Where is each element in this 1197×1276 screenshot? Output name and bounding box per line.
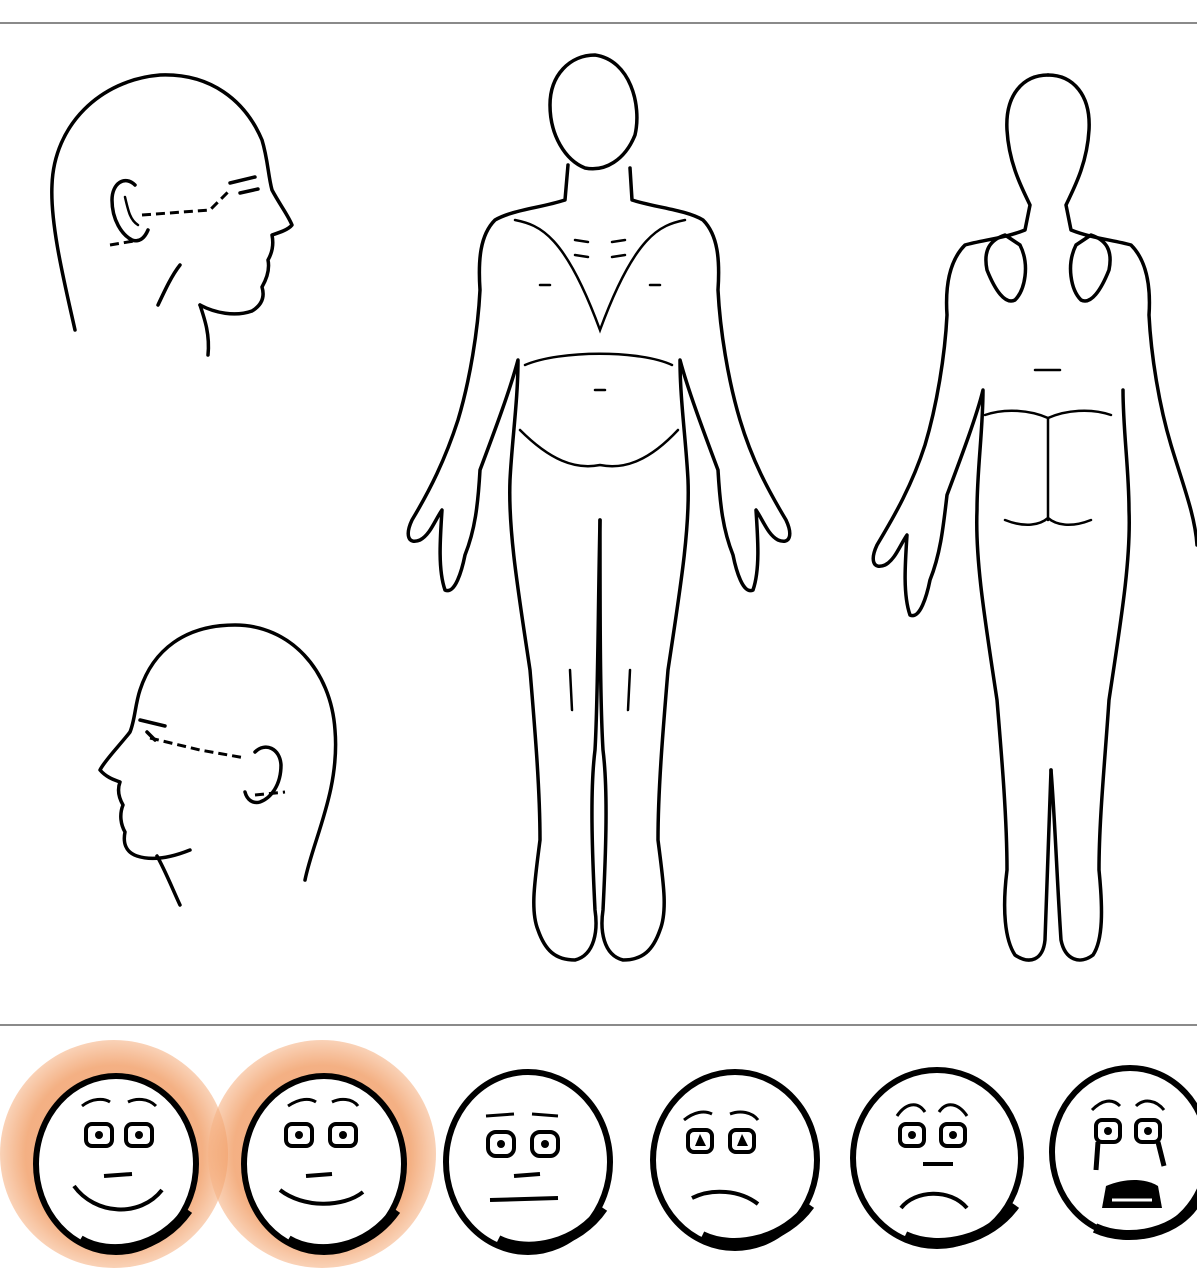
head-profile-left-icon[interactable] bbox=[95, 620, 355, 910]
face-very-happy-icon bbox=[0, 1040, 228, 1268]
middle-divider bbox=[0, 1024, 1197, 1026]
head-profile-right-icon[interactable] bbox=[40, 65, 310, 365]
body-front-icon[interactable] bbox=[400, 50, 800, 975]
top-divider bbox=[0, 22, 1197, 24]
face-very-sad-icon bbox=[845, 1040, 1035, 1268]
face-neutral-icon bbox=[428, 1040, 628, 1268]
face-crying-icon bbox=[1040, 1040, 1197, 1268]
face-sad-icon bbox=[640, 1040, 830, 1268]
body-back-icon[interactable] bbox=[865, 70, 1197, 970]
face-happy-icon bbox=[208, 1040, 436, 1268]
